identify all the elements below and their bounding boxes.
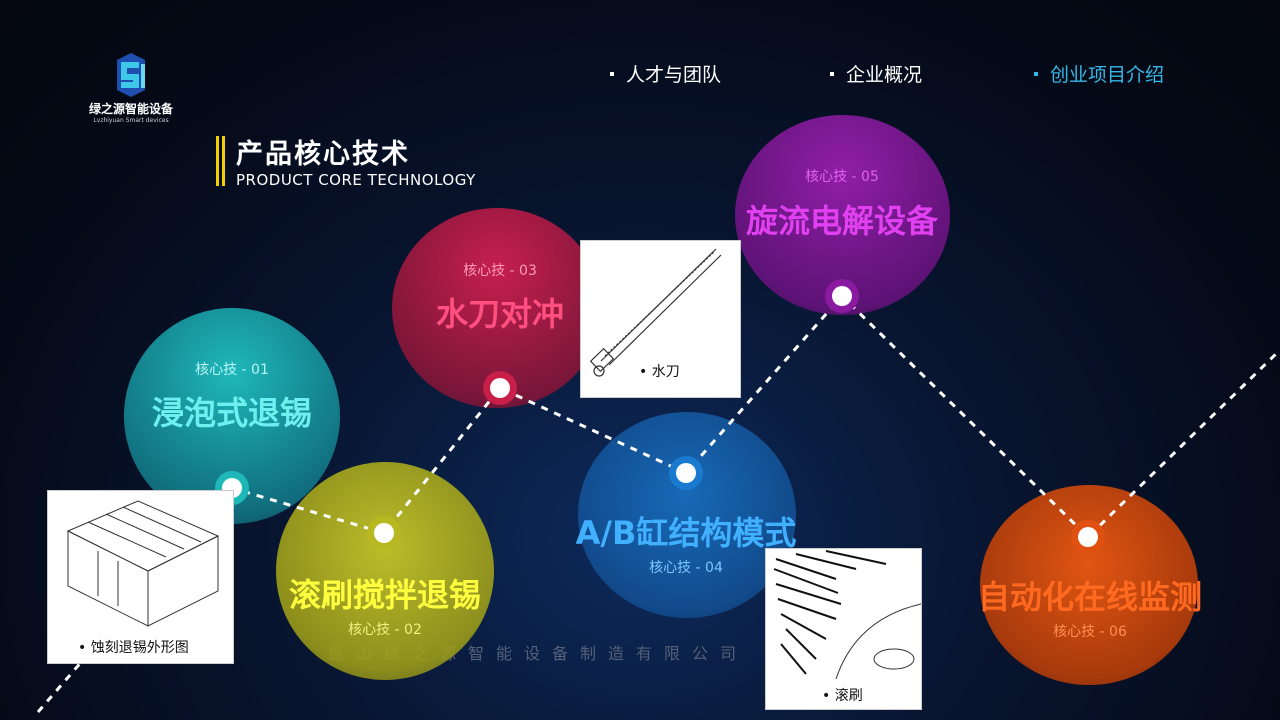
nav-label: 企业概况 [846, 64, 923, 86]
tech-tag-03: 核心技 - 03 [463, 263, 537, 279]
tech-circle-06 [980, 485, 1198, 685]
section-subtitle: PRODUCT CORE TECHNOLOGY [236, 171, 476, 189]
tech-circle-04 [578, 412, 796, 618]
tech-tag-02: 核心技 - 02 [348, 622, 422, 638]
nav-talent-team[interactable]: 人才与团队 [610, 60, 721, 87]
timeline-node-06 [1071, 520, 1105, 554]
tech-name-06: 自动化在线监测 [977, 578, 1203, 616]
tech-tag-06: 核心技 - 06 [1053, 624, 1127, 640]
brush-drawing [773, 550, 922, 680]
nav-company-overview[interactable]: 企业概况 [830, 60, 922, 87]
tech-circle-02 [276, 462, 494, 680]
timeline-node-04 [669, 456, 703, 490]
image-card-etching: • 蚀刻退锡外形图 [47, 490, 234, 664]
tech-tag-05: 核心技 - 05 [805, 169, 879, 185]
timeline-node-05 [825, 279, 859, 313]
image-card-brush: • 滚刷 [765, 548, 922, 710]
waterjet-drawing [589, 248, 722, 377]
timeline-node-03 [483, 371, 517, 405]
nav-label: 创业项目介绍 [1050, 64, 1165, 86]
tech-tag-04: 核心技 - 04 [649, 560, 723, 576]
title-accent-bar [216, 136, 219, 186]
image-caption: • 蚀刻退锡外形图 [78, 640, 189, 656]
logo-icon [117, 53, 145, 97]
title-accent-bar [222, 136, 225, 186]
image-caption: • 滚刷 [822, 688, 863, 704]
tech-tag-01: 核心技 - 01 [195, 362, 269, 378]
image-card-waterjet: • 水刀 [580, 240, 741, 398]
nav-label: 人才与团队 [626, 64, 722, 86]
bullet-icon [1034, 71, 1038, 76]
tech-name-02: 滚刷搅拌退锡 [288, 576, 482, 614]
logo-name-en: Lvzhiyuan Smart devices [93, 117, 169, 124]
bullet-icon [610, 71, 614, 76]
logo-name-cn: 绿之源智能设备 [88, 102, 173, 116]
image-caption: • 水刀 [639, 364, 680, 380]
nav-project-intro[interactable]: 创业项目介绍 [1034, 60, 1164, 87]
bullet-icon [830, 71, 834, 76]
tech-name-03: 水刀对冲 [435, 295, 565, 333]
tech-name-04: A/B缸结构模式 [575, 514, 797, 552]
timeline-node-02 [367, 516, 401, 550]
tech-name-05: 旋流电解设备 [745, 202, 939, 240]
tech-name-01: 浸泡式退锡 [151, 394, 313, 432]
etching-machine-drawing [66, 500, 220, 627]
section-title: 产品核心技术 [236, 139, 410, 170]
logo: 绿之源智能设备 Lvzhiyuan Smart devices [86, 52, 176, 124]
